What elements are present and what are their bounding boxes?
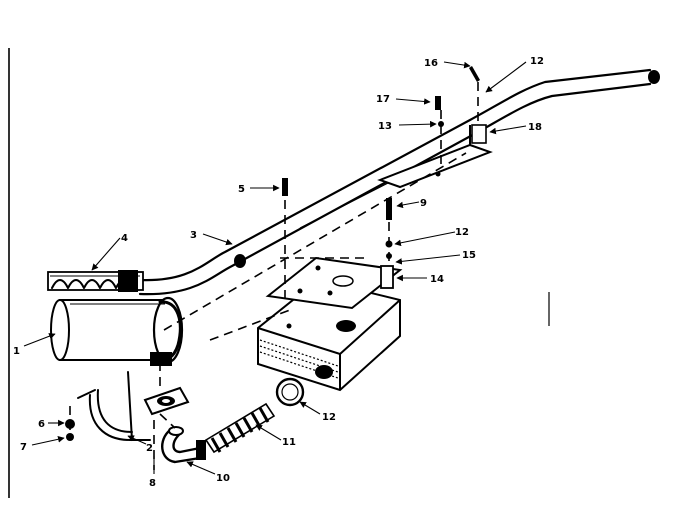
callout-3: 3 (190, 230, 197, 241)
callout-13-upper: 13 (378, 121, 392, 132)
callout-4: 4 (121, 233, 128, 244)
assembly-lines (69, 82, 479, 470)
callout-10: 10 (216, 473, 230, 484)
callout-12-plate: 12 (455, 227, 469, 238)
collector-bag (50, 296, 184, 366)
gasket (143, 386, 190, 416)
blower-housing (257, 278, 401, 392)
callout-18: 18 (528, 122, 542, 133)
callout-1: 1 (13, 346, 20, 357)
callout-5: 5 (238, 184, 245, 195)
callout-7: 7 (20, 442, 27, 453)
mounting-plate (265, 256, 403, 310)
callout-16: 16 (424, 58, 438, 69)
handle-tube (138, 68, 660, 296)
callout-labels: 1 2 3 4 5 6 7 8 9 10 11 12 12 12 13 13 1… (13, 56, 544, 489)
hose-ring (275, 377, 305, 407)
callout-15: 15 (462, 250, 476, 261)
callout-12-ring: 12 (322, 412, 336, 423)
callout-11: 11 (282, 437, 296, 448)
leader-lines (23, 61, 527, 475)
handle-grip (47, 270, 144, 292)
callout-12-top: 12 (530, 56, 544, 67)
hose-elbow (161, 426, 206, 464)
bag-bracket (77, 371, 151, 441)
callout-17: 17 (376, 94, 390, 105)
callout-6: 6 (38, 419, 45, 430)
top-bolts (435, 66, 480, 127)
callout-2: 2 (146, 443, 153, 454)
callout-8: 8 (149, 478, 156, 489)
callout-9: 9 (420, 198, 427, 209)
flexible-hose (204, 402, 276, 454)
bolt-5 (282, 178, 288, 196)
hardware-stack (380, 198, 394, 289)
callout-14: 14 (430, 274, 444, 285)
